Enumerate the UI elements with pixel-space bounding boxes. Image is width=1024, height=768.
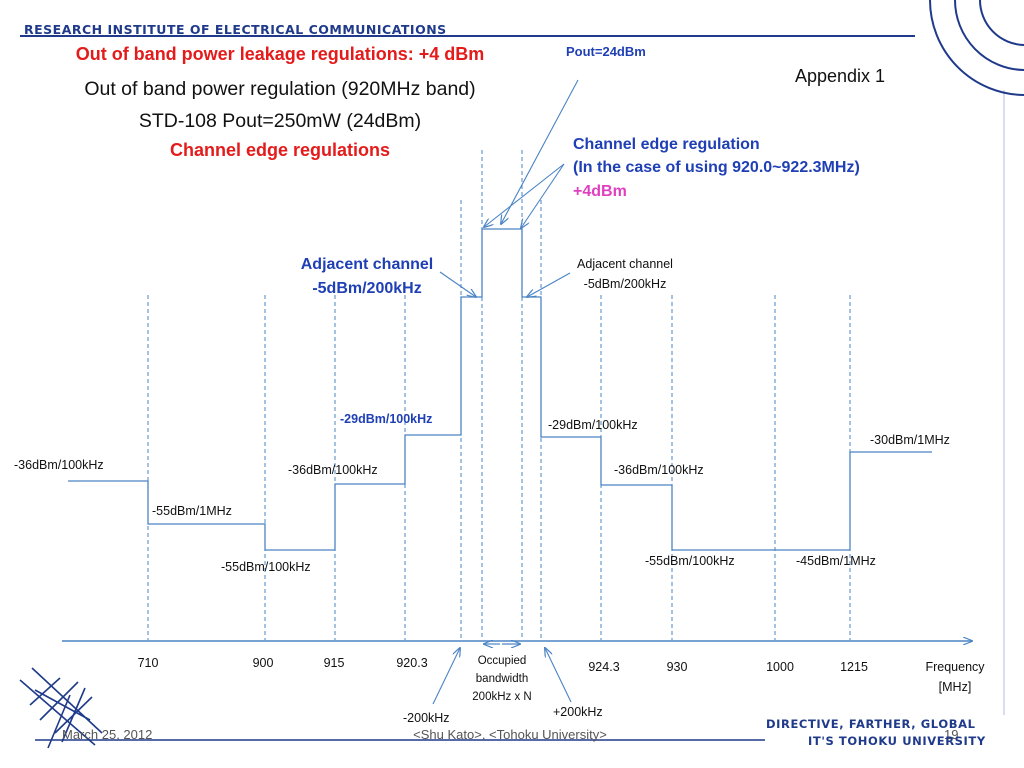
footer-slogan-2: IT'S TOHOKU UNIVERSITY bbox=[808, 734, 986, 748]
adjacent-left-line1: Adjacent channel bbox=[300, 256, 434, 273]
adjacent-right-line1: Adjacent channel bbox=[577, 257, 673, 271]
occupied-line3: 200kHz x N bbox=[472, 691, 532, 703]
title-leakage: Out of band power leakage regulations: +… bbox=[75, 44, 485, 64]
level-36dbm-mid-right: -36dBm/100kHz bbox=[614, 463, 704, 477]
tick-label: 924.3 bbox=[588, 660, 620, 674]
level-55dbm-100khz-right: -55dBm/100kHz bbox=[645, 554, 735, 568]
level-45dbm-1mhz: -45dBm/1MHz bbox=[796, 554, 876, 568]
pointer-plus-200k bbox=[545, 648, 572, 703]
occupied-line1: Occupied bbox=[477, 655, 527, 667]
footer-author: <Shu Kato>, <Tohoku University> bbox=[413, 727, 607, 742]
pointer-adjacent-right bbox=[527, 272, 571, 297]
mask-line bbox=[68, 228, 932, 551]
adjacent-left-line2: -5dBm/200kHz bbox=[312, 280, 422, 297]
tick-label: 900 bbox=[252, 656, 274, 670]
pointer-minus-200k bbox=[432, 648, 460, 705]
pointer-adjacent-left bbox=[439, 271, 476, 297]
channel-edge-line3: +4dBm bbox=[573, 183, 627, 200]
title-regulation: Out of band power regulation (920MHz ban… bbox=[84, 78, 476, 100]
pointer-edge-right bbox=[521, 163, 565, 228]
tick-label: 920.3 bbox=[396, 656, 428, 670]
tick-label: 915 bbox=[323, 656, 345, 670]
channel-edge-line1: Channel edge regulation bbox=[573, 136, 760, 153]
page-number: 19 bbox=[944, 727, 959, 742]
corner-arcs bbox=[929, 0, 1024, 96]
axis-title-line1: Frequency bbox=[925, 660, 985, 674]
pointer-edge-left bbox=[484, 163, 565, 227]
title-channel-edge: Channel edge regulations bbox=[169, 140, 391, 160]
antenna-logo-icon bbox=[19, 667, 103, 749]
header-institute: RESEARCH INSTITUTE OF ELECTRICAL COMMUNI… bbox=[24, 22, 447, 37]
pointer-pout bbox=[501, 79, 579, 224]
offset-plus-200khz: +200kHz bbox=[553, 705, 603, 719]
adjacent-right-line2: -5dBm/200kHz bbox=[583, 277, 667, 291]
appendix-label: Appendix 1 bbox=[795, 66, 886, 86]
footer-date: March 25, 2012 bbox=[62, 727, 153, 742]
pout-label: Pout=24dBm bbox=[566, 44, 646, 59]
level-36dbm-mid-left: -36dBm/100kHz bbox=[288, 463, 378, 477]
level-55dbm-1mhz: -55dBm/1MHz bbox=[152, 504, 232, 518]
guide-lines bbox=[147, 150, 851, 640]
level-55dbm-100khz-left: -55dBm/100kHz bbox=[221, 560, 311, 574]
tick-label: 1215 bbox=[840, 660, 868, 674]
tick-label: 930 bbox=[666, 660, 688, 674]
occupied-line2: bandwidth bbox=[475, 673, 529, 685]
title-std: STD-108 Pout=250mW (24dBm) bbox=[138, 110, 422, 132]
channel-edge-line2: (In the case of using 920.0~922.3MHz) bbox=[573, 159, 860, 176]
level-36dbm-left: -36dBm/100kHz bbox=[14, 458, 104, 472]
level-29dbm-left: -29dBm/100kHz bbox=[340, 412, 433, 426]
tick-label: 710 bbox=[137, 656, 159, 670]
footer-slogan-1: DIRECTIVE, FARTHER, GLOBAL bbox=[766, 717, 976, 731]
tick-label: 1000 bbox=[766, 660, 794, 674]
axis-title-line2: [MHz] bbox=[938, 680, 972, 694]
offset-minus-200khz: -200kHz bbox=[403, 711, 450, 725]
level-29dbm-right: -29dBm/100kHz bbox=[548, 418, 638, 432]
level-30dbm-1mhz: -30dBm/1MHz bbox=[870, 433, 950, 447]
